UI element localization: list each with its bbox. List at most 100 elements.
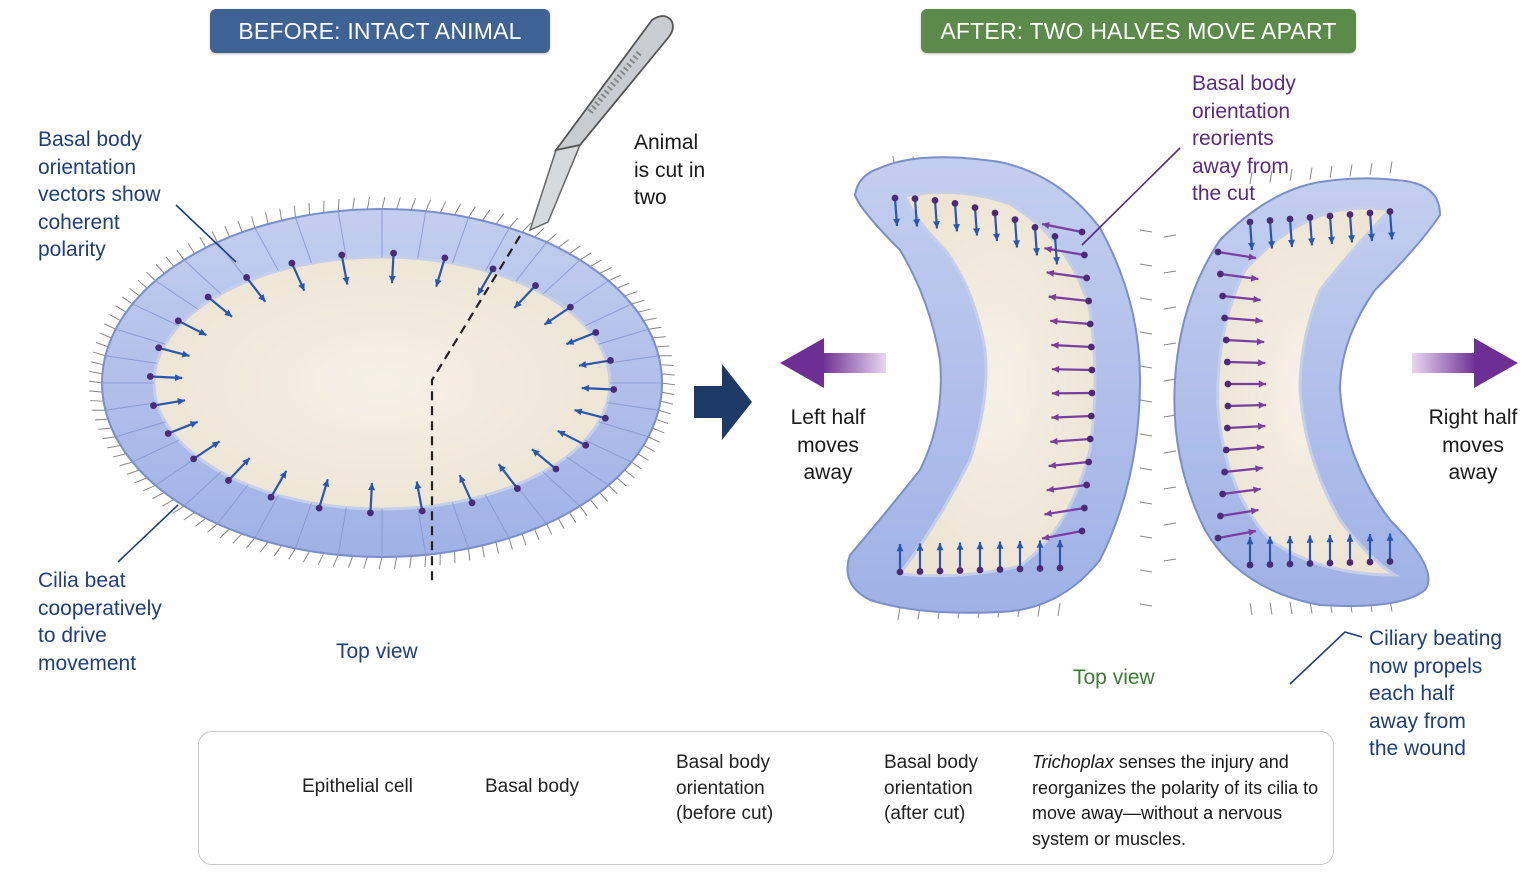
- annotation-cut: Animal is cut in two: [634, 131, 706, 209]
- basal-body-dot: [1222, 446, 1230, 454]
- leader-cilia: [117, 504, 179, 563]
- basal-body-dot: [1216, 270, 1224, 278]
- basal-arrow-right-top: [1366, 209, 1375, 242]
- basal-arrow-before: [267, 470, 288, 501]
- basal-arrow-before: [338, 251, 350, 285]
- basal-arrow-left-top: [1011, 216, 1020, 248]
- basal-arrows-left: [891, 194, 1096, 576]
- basal-arrow-after-right: [1223, 358, 1266, 367]
- basal-body-dot: [1087, 343, 1095, 351]
- basal-arrow-before: [243, 274, 267, 303]
- basal-arrow-left-bottom: [976, 542, 984, 574]
- legend-basal-body: Basal body: [485, 776, 580, 797]
- basal-arrow-after-right: [1222, 336, 1265, 346]
- basal-arrow-before: [174, 317, 207, 337]
- basal-arrow-after-left: [1051, 341, 1095, 351]
- before-banner: BEFORE: INTACT ANIMAL: [210, 9, 550, 53]
- legend-orientation-before: Basal body orientation (before cut): [676, 752, 774, 824]
- basal-arrow-after-left: [1041, 222, 1086, 236]
- basal-body-dot: [1078, 527, 1086, 535]
- basal-arrow-before: [531, 448, 560, 473]
- basal-body-dot: [896, 568, 904, 576]
- basal-arrow-before: [288, 259, 306, 292]
- annotation-basal-coherent: Basal body orientation vectors show cohe…: [38, 128, 161, 261]
- basal-arrow-left-top: [911, 195, 920, 227]
- cell-boundaries-before: [102, 209, 662, 557]
- basal-body-dot: [610, 386, 618, 393]
- basal-body-dot: [164, 430, 172, 437]
- basal-body-dot: [390, 249, 397, 257]
- basal-arrow-before: [225, 457, 251, 484]
- basal-body-dot: [514, 485, 521, 492]
- basal-arrow-left-top: [931, 197, 940, 229]
- basal-body-dot: [1214, 248, 1222, 256]
- basal-body-dot: [891, 194, 899, 202]
- basal-arrow-after-left: [1048, 458, 1093, 469]
- basal-arrow-after-right: [1221, 314, 1263, 324]
- basal-body-dot: [338, 251, 346, 259]
- basal-body-dot: [190, 455, 198, 463]
- basal-body-dot: [1266, 561, 1274, 568]
- basal-body-dot: [150, 402, 157, 409]
- basal-body-dot: [204, 293, 212, 301]
- basal-body-dot: [566, 303, 574, 311]
- basal-body-dot: [1246, 218, 1254, 226]
- basal-arrow-right-top: [1266, 217, 1275, 249]
- basal-body-dot: [1085, 458, 1093, 466]
- basal-arrow-after-left: [1051, 365, 1096, 374]
- basal-body-dot: [1221, 314, 1229, 322]
- legend-summary-species: Trichoplax: [1032, 752, 1114, 772]
- legend-box: [198, 731, 1334, 865]
- basal-arrow-after-left: [1046, 481, 1091, 493]
- basal-body-dot: [1246, 561, 1254, 569]
- basal-body-dot: [991, 209, 999, 217]
- annotation-left-moves: Left half moves away: [790, 406, 866, 484]
- basal-body-dot: [1214, 534, 1222, 542]
- basal-arrow-after-right: [1222, 444, 1265, 454]
- basal-arrow-left-top: [1051, 233, 1060, 265]
- leader-ciliary: [1289, 631, 1363, 685]
- basal-arrow-after-left: [1050, 317, 1094, 328]
- basal-body-dot: [996, 566, 1004, 573]
- basal-body-dot: [1306, 560, 1314, 567]
- basal-arrow-right-bottom: [1326, 535, 1334, 567]
- basal-body-dot: [267, 493, 275, 501]
- basal-arrow-after-left: [1044, 504, 1088, 517]
- basal-arrow-before: [367, 482, 376, 517]
- basal-body-dot: [1266, 217, 1274, 224]
- annotation-cilia-cooperative: Cilia beat cooperatively to drive moveme…: [38, 569, 162, 675]
- basal-body-dot: [225, 477, 232, 484]
- basal-body-dot: [146, 373, 154, 380]
- basal-body-dot: [1223, 424, 1231, 432]
- basal-body-dot: [367, 509, 374, 517]
- basal-body-dot: [1080, 504, 1088, 512]
- basal-arrow-after-left: [1051, 412, 1095, 421]
- basal-body-dot: [592, 329, 600, 336]
- basal-body-dot: [1221, 468, 1229, 476]
- move-right-arrow-icon: [1412, 338, 1518, 388]
- right-half-interior: [1216, 206, 1401, 577]
- leader-reorient: [1081, 147, 1181, 246]
- basal-arrows-before: [146, 249, 618, 517]
- legend-epithelial-cell: Epithelial cell: [302, 776, 413, 797]
- basal-body-dot: [1224, 380, 1232, 388]
- basal-arrow-before: [578, 357, 614, 368]
- left-half: [846, 155, 1153, 621]
- basal-arrow-after-right: [1224, 401, 1266, 410]
- basal-arrow-after-right: [1221, 465, 1263, 476]
- basal-arrow-after-right: [1219, 486, 1261, 498]
- basal-arrow-left-top: [891, 194, 900, 227]
- basal-body-dot: [956, 567, 964, 574]
- annotation-reorient: Basal body orientation reorients away fr…: [1192, 72, 1296, 205]
- basal-body-dot: [1051, 233, 1059, 240]
- basal-arrow-before: [581, 384, 618, 393]
- basal-arrow-left-bottom: [1016, 541, 1024, 573]
- basal-body-dot: [418, 507, 426, 515]
- process-arrow-icon: [694, 364, 752, 440]
- basal-arrow-left-bottom: [1036, 540, 1044, 572]
- basal-body-dot: [1366, 558, 1374, 566]
- basal-body-dot: [1011, 216, 1019, 224]
- basal-arrow-right-top: [1386, 208, 1395, 240]
- basal-body-dot: [174, 317, 182, 325]
- basal-body-dot: [1086, 435, 1094, 443]
